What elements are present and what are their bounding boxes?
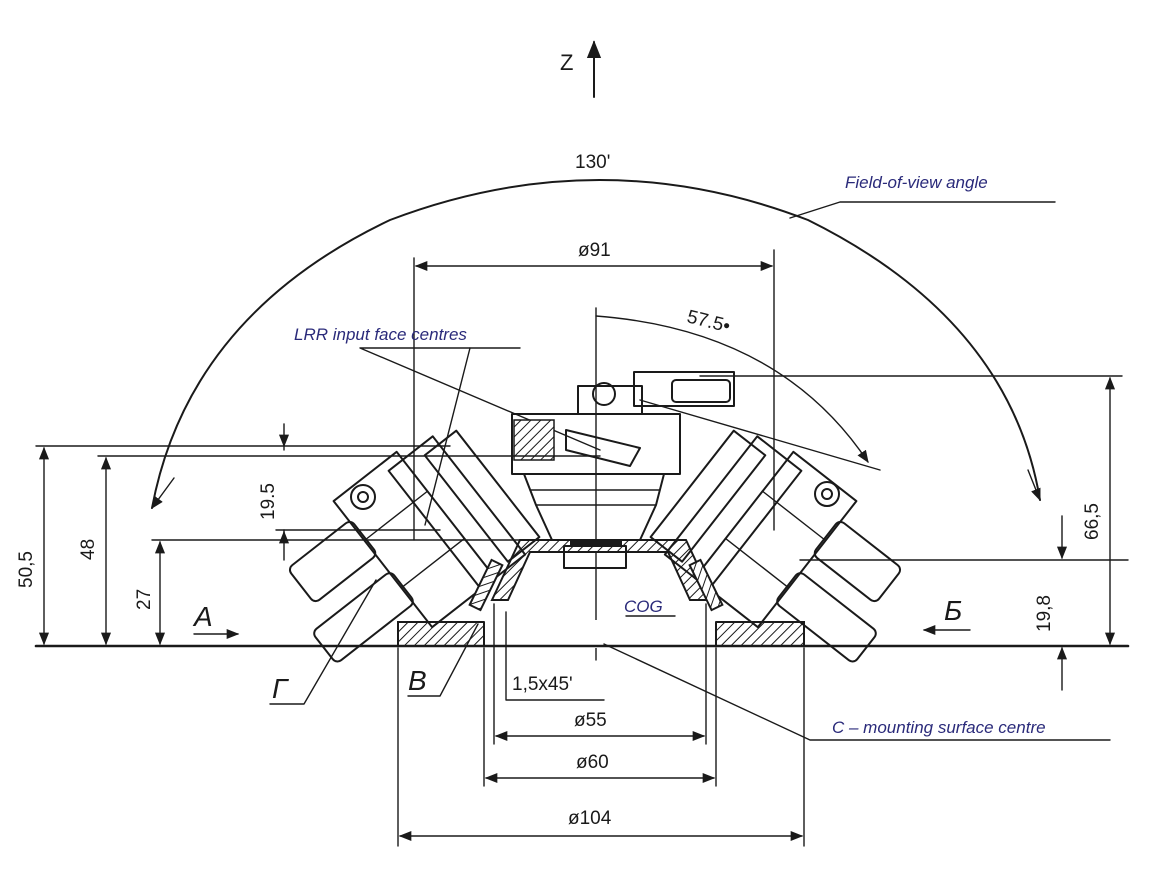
z-axis-label: Z (560, 50, 573, 75)
lrr-note: LRR input face centres (294, 325, 467, 344)
fov-arc (151, 179, 1041, 509)
d104-label: ø104 (568, 808, 612, 829)
left-prism-assembly (288, 429, 541, 663)
right-prism-2 (663, 435, 803, 591)
right-prism-assembly (649, 429, 902, 663)
chamfer-label: 1,5x45' (512, 674, 573, 695)
base-flange (34, 620, 1130, 648)
z-axis: Z (560, 40, 602, 98)
dim-bottom-diameters: ø55 ø60 ø104 (397, 603, 805, 847)
hub-face (565, 429, 641, 467)
central-hub: COG (490, 371, 735, 617)
d91-label: ø91 (578, 240, 611, 261)
right-retainer (813, 520, 902, 603)
dim-left: 50,5 48 27 19.5 (16, 423, 601, 646)
h66-label: 66,5 (1082, 503, 1103, 540)
h27-label: 27 (134, 589, 155, 610)
view-v-leader (407, 623, 479, 697)
right-prism-1 (693, 450, 858, 629)
h50-label: 50,5 (16, 551, 37, 588)
left-retainer (288, 520, 377, 603)
dim-d91: ø91 (413, 240, 775, 541)
fov-arrow-right (1027, 469, 1041, 502)
angle-arc (595, 315, 869, 464)
h19-8-label: 19,8 (1034, 595, 1055, 632)
fov-leader (789, 201, 1056, 219)
view-b-label: Б (944, 595, 962, 626)
view-v-label: В (408, 665, 427, 696)
chamfer-leader (505, 611, 605, 701)
fov-arrow-left (151, 477, 175, 510)
hub-top (577, 385, 643, 415)
lrr-leader-1 (359, 347, 601, 451)
mount-note-group: C – mounting surface centre (603, 643, 1111, 741)
view-markers: A Б В Г (192, 579, 971, 705)
fov-angle-label: 130' (575, 152, 610, 173)
h19-5-label: 19.5 (258, 483, 279, 520)
view-a-label: A (192, 601, 213, 632)
view-g-leader (269, 579, 377, 705)
dim-chamfer: 1,5x45' (505, 611, 605, 701)
mount-leader (603, 643, 1111, 741)
fov-note: Field-of-view angle (845, 173, 988, 192)
fov-group: 130' Field-of-view angle (151, 152, 1056, 510)
left-prism-1 (332, 450, 497, 629)
h48-label: 48 (78, 539, 99, 560)
cog-note: COG (624, 597, 663, 616)
lrr-note-group: LRR input face centres (294, 325, 601, 526)
hub-connector (633, 371, 735, 407)
dim-right: 66,5 19,8 (699, 375, 1129, 691)
angle-ray (639, 399, 881, 471)
view-g-label: Г (272, 673, 289, 704)
d60-label: ø60 (576, 752, 609, 773)
mount-note: C – mounting surface centre (832, 718, 1046, 737)
hub-body (523, 473, 665, 541)
left-prism-2 (387, 435, 527, 591)
d55-label: ø55 (574, 710, 607, 731)
